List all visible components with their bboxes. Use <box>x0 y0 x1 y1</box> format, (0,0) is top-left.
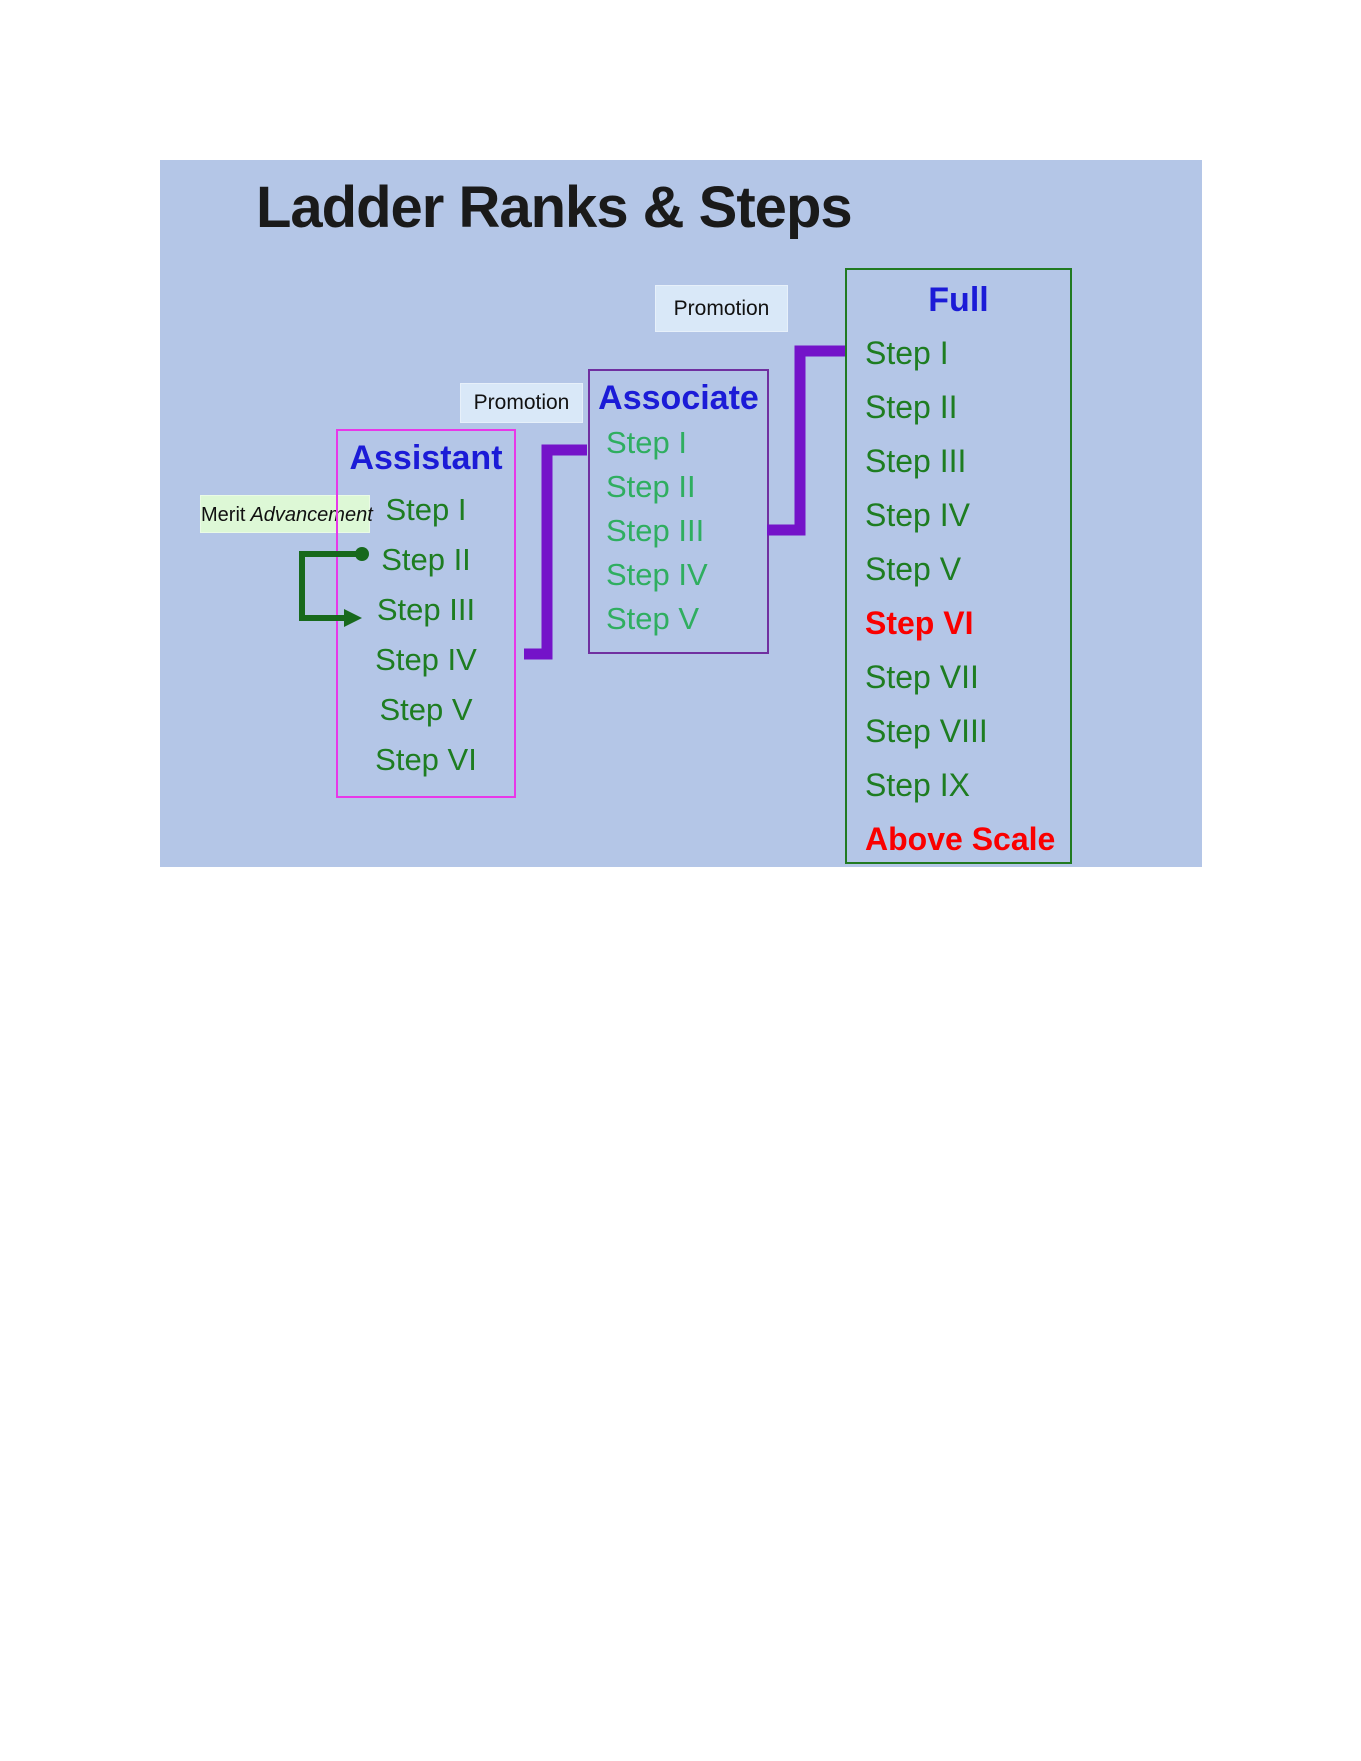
full-rank-title: Full <box>928 281 989 319</box>
associate-step-i: Step I <box>606 425 687 460</box>
slide-title: Ladder Ranks & Steps <box>256 175 853 240</box>
full-step-ii: Step II <box>865 389 958 425</box>
associate-rank-title: Associate <box>598 379 759 417</box>
assistant-step-vi: Step VI <box>375 742 477 777</box>
full-step-i: Step I <box>865 335 949 371</box>
full-step-above-scale: Above Scale <box>865 821 1056 857</box>
associate-rank-box: Associate Step I Step II Step III Step I… <box>588 369 769 654</box>
full-rank-box: Full Step I Step II Step III Step IV Ste… <box>845 268 1072 864</box>
promotion-label-upper: Promotion <box>655 285 788 332</box>
assistant-rank-box: Assistant Step I Step II Step III Step I… <box>336 429 516 798</box>
assistant-step-v: Step V <box>379 692 473 727</box>
promotion-label-lower: Promotion <box>460 383 583 423</box>
full-step-v: Step V <box>865 551 962 587</box>
full-step-ix: Step IX <box>865 767 970 803</box>
merit-label-text: Merit <box>201 504 246 526</box>
assistant-step-iii: Step III <box>376 592 476 627</box>
associate-step-v: Step V <box>606 601 700 636</box>
assistant-step-ii: Step II <box>381 542 471 577</box>
assistant-rank-title: Assistant <box>349 439 503 477</box>
full-step-vii: Step VII <box>865 659 979 695</box>
full-step-vi: Step VI <box>865 605 974 641</box>
full-step-iii: Step III <box>865 443 967 479</box>
assistant-step-iv: Step IV <box>375 642 477 677</box>
full-step-iv: Step IV <box>865 497 970 533</box>
associate-step-ii: Step II <box>606 469 696 504</box>
assistant-step-i: Step I <box>385 492 467 527</box>
associate-step-iii: Step III <box>606 513 705 548</box>
associate-step-iv: Step IV <box>606 557 708 592</box>
full-step-viii: Step VIII <box>865 713 988 749</box>
merit-label-italic-text: Advancement <box>250 504 373 526</box>
